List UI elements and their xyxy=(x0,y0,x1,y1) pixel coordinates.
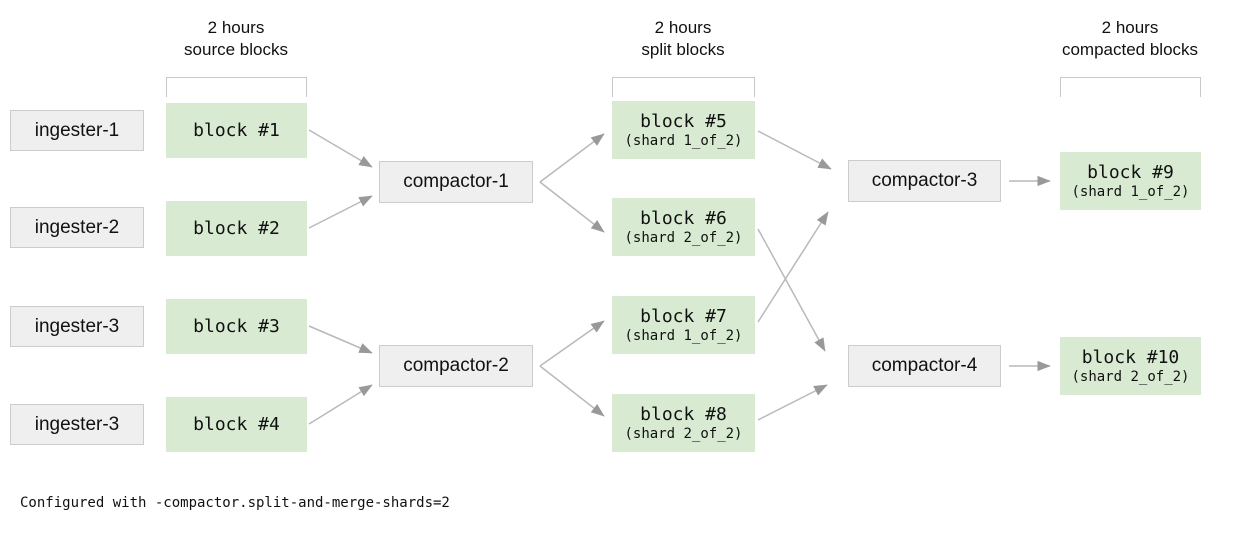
split-block-8: block #8 (shard 2_of_2) xyxy=(612,394,755,452)
block-label: block #7 xyxy=(640,305,727,327)
compacted-block-9: block #9 (shard 1_of_2) xyxy=(1060,152,1201,210)
column-header-split-duration: 2 hours xyxy=(654,18,712,37)
ingester-label: ingester-2 xyxy=(34,216,120,238)
compacted-block-10: block #10 (shard 2_of_2) xyxy=(1060,337,1201,395)
arrow-block8-to-compactor4 xyxy=(757,384,828,421)
column-header-source: 2 hours source blocks xyxy=(136,17,336,61)
arrow-compactor1-to-block6 xyxy=(539,181,605,233)
arrow-block2-to-compactor1 xyxy=(308,195,373,229)
compactor-node-2: compactor-2 xyxy=(379,345,533,387)
arrow-block6-to-compactor4 xyxy=(757,228,826,352)
column-header-split-label: split blocks xyxy=(641,40,725,59)
source-block-4: block #4 xyxy=(166,397,307,452)
arrow-block3-to-compactor2 xyxy=(308,325,373,354)
compactor-label: compactor-1 xyxy=(403,171,509,192)
column-header-split: 2 hours split blocks xyxy=(583,17,783,61)
time-bracket-split xyxy=(612,77,755,97)
arrow-block5-to-compactor3 xyxy=(757,130,832,170)
source-block-3: block #3 xyxy=(166,299,307,354)
time-bracket-compacted xyxy=(1060,77,1201,97)
compactor-label: compactor-2 xyxy=(403,355,509,376)
arrow-compactor1-to-block5 xyxy=(539,133,605,183)
block-shard-label: (shard 2_of_2) xyxy=(1071,368,1190,385)
arrow-block4-to-compactor2 xyxy=(308,384,373,425)
block-label: block #10 xyxy=(1081,346,1180,368)
arrow-block1-to-compactor1 xyxy=(308,129,373,168)
ingester-node-3: ingester-3 xyxy=(10,306,144,347)
block-shard-label: (shard 2_of_2) xyxy=(624,229,743,246)
arrow-block7-to-compactor3 xyxy=(757,211,829,323)
block-shard-label: (shard 1_of_2) xyxy=(1071,183,1190,200)
config-caption: Configured with -compactor.split-and-mer… xyxy=(20,495,450,511)
ingester-node-4: ingester-3 xyxy=(10,404,144,445)
time-bracket-source xyxy=(166,77,307,97)
block-label: block #6 xyxy=(640,207,727,229)
block-label: block #5 xyxy=(640,110,727,132)
split-block-5: block #5 (shard 1_of_2) xyxy=(612,101,755,159)
block-shard-label: (shard 1_of_2) xyxy=(624,327,743,344)
column-header-compacted-label: compacted blocks xyxy=(1061,40,1199,59)
block-label: block #3 xyxy=(193,315,280,337)
arrow-compactor2-to-block7 xyxy=(539,320,605,367)
ingester-label: ingester-3 xyxy=(34,413,120,435)
block-label: block #8 xyxy=(640,403,727,425)
ingester-label: ingester-3 xyxy=(34,315,120,337)
ingester-node-1: ingester-1 xyxy=(10,110,144,151)
arrow-compactor2-to-block8 xyxy=(539,365,605,417)
column-header-compacted-duration: 2 hours xyxy=(1101,18,1159,37)
source-block-2: block #2 xyxy=(166,201,307,256)
ingester-label: ingester-1 xyxy=(34,119,120,141)
block-label: block #2 xyxy=(193,217,280,239)
source-block-1: block #1 xyxy=(166,103,307,158)
block-label: block #9 xyxy=(1087,161,1174,183)
block-label: block #1 xyxy=(193,119,280,141)
compactor-label: compactor-3 xyxy=(871,170,978,191)
split-block-6: block #6 (shard 2_of_2) xyxy=(612,198,755,256)
compactor-label: compactor-4 xyxy=(871,355,978,376)
column-header-source-label: source blocks xyxy=(184,40,288,59)
compactor-node-3: compactor-3 xyxy=(848,160,1001,202)
column-header-source-duration: 2 hours xyxy=(207,18,265,37)
block-shard-label: (shard 2_of_2) xyxy=(624,425,743,442)
block-label: block #4 xyxy=(193,413,280,435)
block-shard-label: (shard 1_of_2) xyxy=(624,132,743,149)
split-block-7: block #7 (shard 1_of_2) xyxy=(612,296,755,354)
ingester-node-2: ingester-2 xyxy=(10,207,144,248)
compactor-node-4: compactor-4 xyxy=(848,345,1001,387)
compactor-node-1: compactor-1 xyxy=(379,161,533,203)
column-header-compacted: 2 hours compacted blocks xyxy=(1030,17,1230,61)
